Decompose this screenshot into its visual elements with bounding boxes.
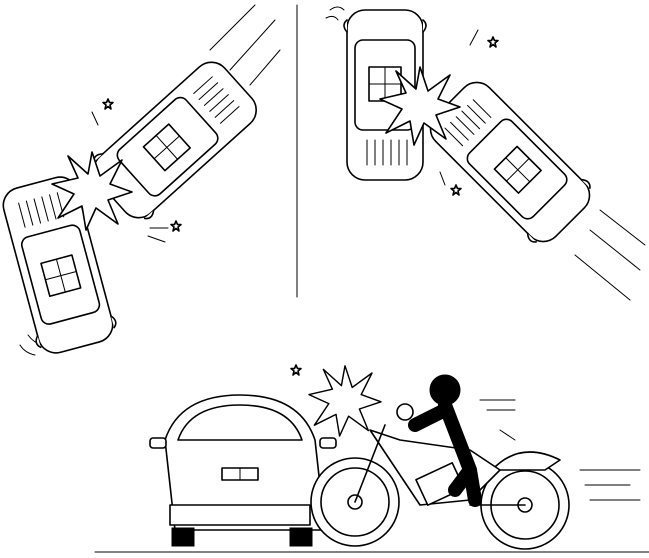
- striking-car: [420, 72, 600, 252]
- impact-star-icon: [450, 184, 462, 196]
- van-rear: [149, 394, 337, 547]
- scene-angle-collision: [0, 4, 281, 359]
- motorcycle: [310, 403, 570, 550]
- impact-burst-icon: [308, 365, 382, 437]
- motion-lines: [19, 4, 281, 356]
- impact-star-icon: [487, 36, 499, 48]
- impact-star-icon: [170, 220, 182, 232]
- striking-car: [83, 51, 267, 229]
- motion-lines: [325, 6, 646, 301]
- impact-star-icon: [290, 364, 302, 376]
- motion-lines: [479, 399, 641, 501]
- rider: [408, 374, 482, 507]
- impact-star-icon: [102, 98, 114, 110]
- scene-motorcycle-collision: [94, 364, 649, 553]
- scene-side-collision: [325, 6, 646, 301]
